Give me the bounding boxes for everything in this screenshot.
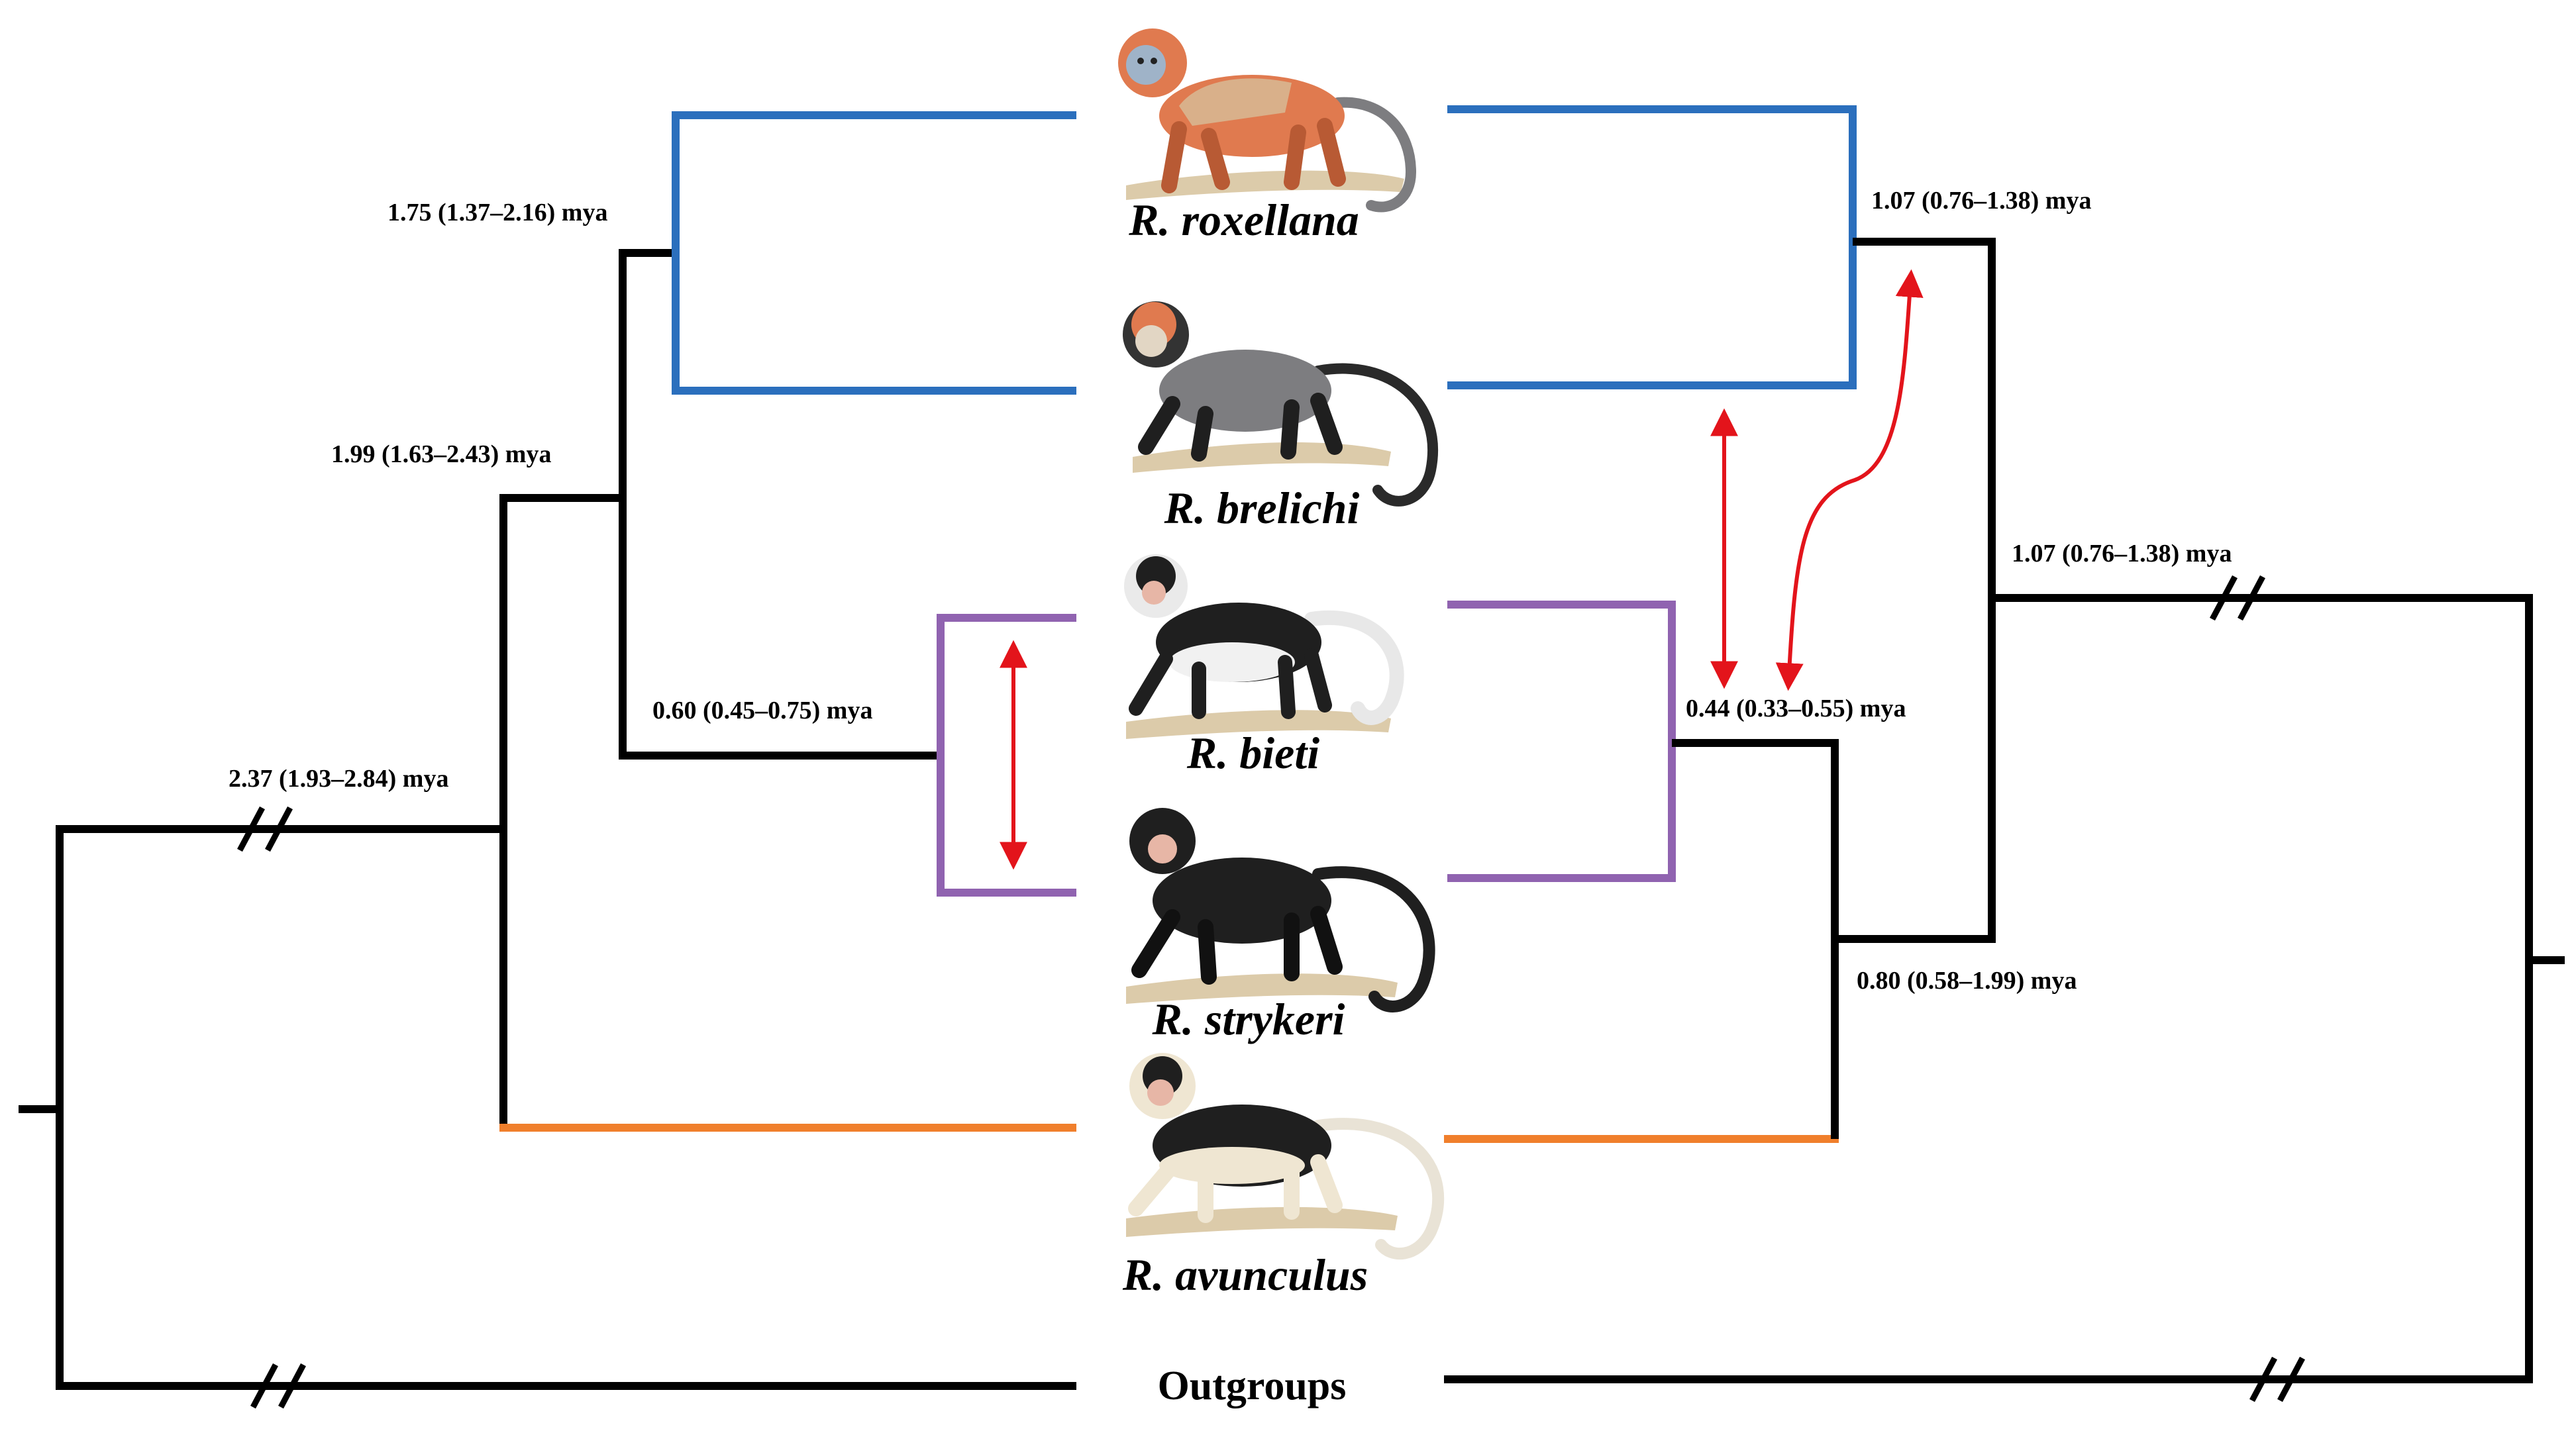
species-label-brelichi: R. brelichi	[1164, 483, 1360, 533]
species-label-bieti: R. bieti	[1186, 728, 1319, 778]
myanmar-snub-nosed-monkey-illustration	[1126, 808, 1435, 1012]
left-date-root: 2.37 (1.93–2.84) mya	[229, 765, 448, 793]
species-label-strykeri: R. strykeri	[1152, 994, 1345, 1044]
left-date-roxellana-brelichi: 1.75 (1.37–2.16) mya	[387, 199, 607, 226]
right-date-roxellana-brelichi: 1.07 (0.76–1.38) mya	[1871, 187, 2091, 215]
left-root-break-mark	[237, 806, 293, 852]
black-and-white-snub-nosed-monkey-illustration	[1124, 554, 1404, 739]
right-roxellana-brelichi-clade	[1447, 105, 1857, 389]
right-bieti-strykeri-clade	[1447, 601, 1676, 882]
right-root-break-mark	[2210, 575, 2265, 621]
outgroups-label: Outgroups	[1158, 1363, 1347, 1408]
left-bieti-strykeri-clade	[937, 614, 1076, 897]
left-roxellana-brelichi-clade	[672, 111, 1076, 395]
grey-snub-nosed-monkey-illustration	[1123, 301, 1439, 507]
tonkin-snub-nosed-monkey-illustration	[1126, 1053, 1445, 1259]
right-tree	[1444, 105, 2565, 1403]
left-tree	[19, 111, 1076, 1409]
left-outgroup-break-mark	[250, 1363, 306, 1409]
right-outgroup-break-mark	[2249, 1356, 2305, 1403]
left-date-bieti-strykeri: 0.60 (0.45–0.75) mya	[652, 697, 872, 724]
left-date-northern-clade: 1.99 (1.63–2.43) mya	[331, 440, 551, 468]
right-date-avunculus-join: 0.80 (0.58–1.99) mya	[1857, 967, 2077, 995]
right-date-root: 1.07 (0.76–1.38) mya	[2012, 540, 2232, 567]
right-date-bieti-strykeri: 0.44 (0.33–0.55) mya	[1686, 695, 1906, 722]
golden-snub-nosed-monkey-illustration	[1118, 28, 1417, 213]
species-label-roxellana: R. roxellana	[1128, 195, 1359, 245]
right-gene-flow-arrow-curved	[1775, 269, 1924, 691]
species-label-avunculus: R. avunculus	[1122, 1250, 1368, 1300]
